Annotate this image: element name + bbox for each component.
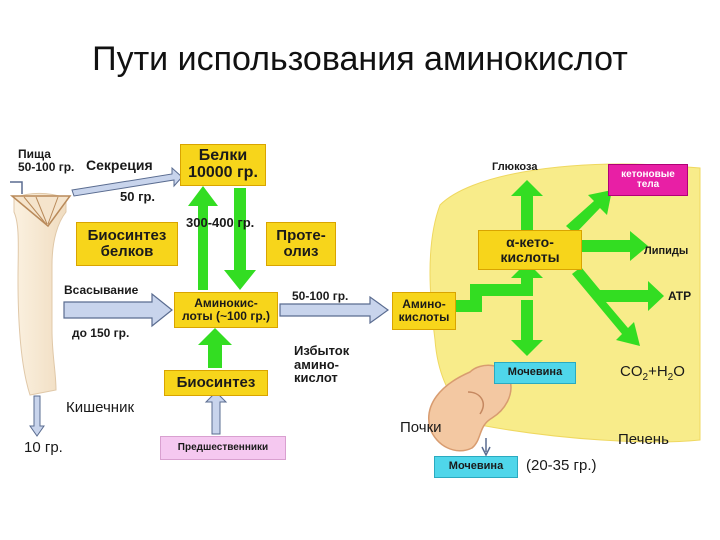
box-precursors: Предшественники — [160, 436, 286, 460]
label-secretion-amount: 50 гр. — [120, 189, 156, 204]
label-transfer-amount: 50-100 гр. — [292, 289, 349, 303]
co2-text: CO — [620, 363, 643, 380]
arrow-kidney-urea — [481, 438, 491, 457]
intestine-shape — [13, 193, 67, 396]
arrow-keto-to-lipids — [582, 231, 648, 261]
arrow-absorption — [63, 292, 173, 328]
arrow-excretion — [29, 395, 45, 437]
arrow-secretion — [71, 166, 183, 197]
kidney-inner — [467, 391, 484, 415]
label-liver: Печень — [618, 431, 669, 448]
box-proteins: Белки 10000 гр. — [180, 144, 266, 186]
label-excess: Избыток амино- кислот — [294, 343, 350, 386]
arrow-pool-to-liver — [279, 295, 390, 325]
h2o-sub: 2 — [667, 372, 674, 383]
arrow-food-in — [10, 181, 23, 194]
label-absorption: Всасывание — [64, 283, 139, 297]
label-intestine: Кишечник — [66, 399, 135, 416]
box-liver-amino-acids: Амино- кислоты — [392, 292, 456, 330]
arrow-proteins-to-pool — [224, 188, 256, 290]
h-text: +H — [648, 363, 668, 380]
label-lipids: Липиды — [644, 245, 689, 257]
arrow-keto-to-glucose — [511, 180, 543, 230]
box-urea-liver: Мочевина — [494, 362, 576, 384]
label-secretion: Секреция — [86, 157, 153, 173]
box-biosynthesis: Биосинтез — [164, 370, 268, 396]
label-turnover: 300-400 гр. — [186, 215, 255, 230]
label-co2-h2o: CO2+H2O — [620, 364, 685, 384]
box-proteolysis: Проте- олиз — [266, 222, 336, 266]
box-ketone-bodies: кетоновые тела — [608, 164, 688, 196]
label-kidneys: Почки — [400, 419, 442, 436]
label-excreted: 10 гр. — [24, 439, 63, 456]
arrow-to-urea — [511, 300, 543, 356]
page-title: Пути использования аминокислот — [92, 40, 628, 78]
arrow-amino-to-keto — [456, 262, 543, 312]
label-atp: ATP — [668, 289, 692, 303]
arrow-biosynthesis-up — [198, 328, 232, 368]
label-absorption-amount: до 150 гр. — [72, 326, 130, 340]
label-urea-amount: (20-35 гр.) — [526, 457, 597, 474]
o-text: O — [673, 363, 685, 380]
label-food: Пища 50-100 гр. — [18, 147, 75, 174]
arrow-keto-to-ketones — [566, 190, 612, 234]
co2-sub: 2 — [642, 372, 649, 383]
funnel-lines — [23, 196, 59, 225]
box-urea-kidney: Мочевина — [434, 456, 518, 478]
box-protein-biosynthesis: Биосинтез белков — [76, 222, 178, 266]
box-keto-acids: α-кето- кислоты — [478, 230, 582, 270]
arrow-pool-to-proteins — [188, 186, 218, 290]
label-glucose: Глюкоза — [492, 161, 538, 173]
arrow-precursors — [204, 391, 228, 435]
box-amino-pool: Аминокис- лоты (~100 гр.) — [174, 292, 278, 328]
arrow-keto-to-atp — [572, 267, 664, 346]
